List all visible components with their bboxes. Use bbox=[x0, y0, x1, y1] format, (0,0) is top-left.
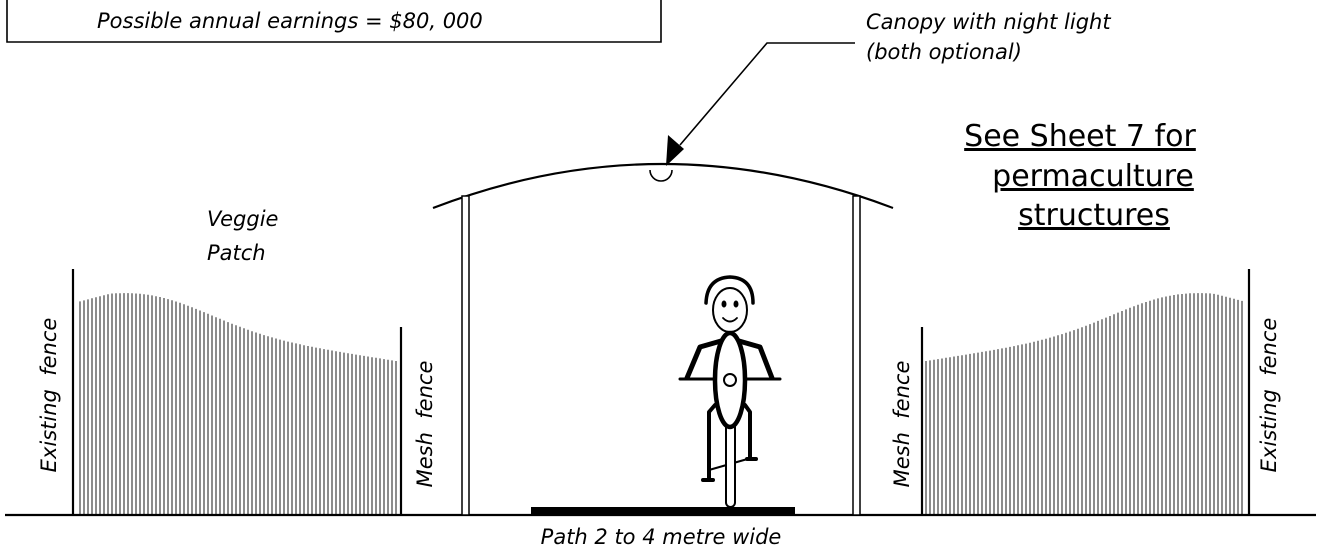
canopy-note-line2: (both optional) bbox=[866, 40, 1022, 64]
vegetable-rows-right bbox=[925, 293, 1243, 515]
cyclist-eye-right bbox=[733, 300, 739, 308]
canopy-post-right bbox=[852, 195, 861, 516]
cyclist-helmet bbox=[704, 275, 755, 305]
canopy-leader-line bbox=[679, 42, 855, 146]
earnings-text: Possible annual earnings = $80, 000 bbox=[97, 9, 483, 33]
path-label: Path 2 to 4 metre wide bbox=[541, 525, 782, 549]
cyclist-leg-left bbox=[707, 403, 717, 480]
canopy bbox=[432, 162, 894, 516]
bicycle-headset bbox=[723, 373, 737, 387]
reference-note: See Sheet 7 for permaculture structures bbox=[964, 119, 1196, 233]
bicycle-wheel bbox=[725, 419, 736, 508]
cyclist-arm-right bbox=[736, 338, 775, 381]
canopy-note-line1: Canopy with night light bbox=[866, 10, 1111, 34]
cyclist-figure bbox=[678, 275, 782, 508]
canopy-leader-arrowhead bbox=[666, 135, 684, 166]
canopy-post-left bbox=[461, 195, 470, 516]
earnings-box: Possible annual earnings = $80, 000 bbox=[6, 0, 662, 43]
reference-line3: structures bbox=[1018, 198, 1170, 233]
vegetable-rows-left bbox=[79, 293, 397, 515]
veggie-label: Veggie Patch bbox=[207, 207, 278, 265]
path-surface bbox=[531, 507, 795, 514]
cyclist-mouth bbox=[722, 317, 738, 323]
existing-fence-left-label: Existing fence bbox=[37, 318, 61, 473]
mesh-fence-right-label: Mesh fence bbox=[890, 361, 914, 488]
veggie-line1: Veggie bbox=[207, 207, 278, 231]
cyclist-leg-right bbox=[743, 403, 752, 460]
cyclist-arm-left bbox=[684, 338, 724, 381]
existing-fence-right-label: Existing fence bbox=[1257, 318, 1281, 473]
canopy-roof bbox=[432, 162, 894, 210]
cyclist-head bbox=[712, 287, 748, 333]
night-light-icon bbox=[649, 169, 673, 182]
reference-line2: permaculture bbox=[992, 159, 1194, 194]
cyclist-eye-left bbox=[721, 300, 727, 308]
reference-line1: See Sheet 7 for bbox=[964, 119, 1196, 154]
veggie-line2: Patch bbox=[207, 241, 266, 265]
mesh-fence-left-label: Mesh fence bbox=[413, 361, 437, 488]
canopy-note: Canopy with night light (both optional) bbox=[666, 10, 1111, 166]
